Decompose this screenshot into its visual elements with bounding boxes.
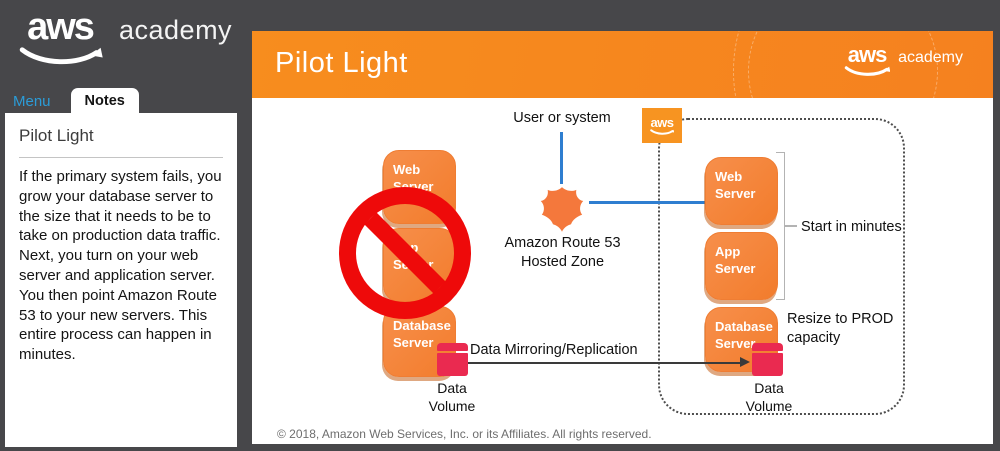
academy-logo-text: academy	[898, 49, 963, 66]
sidebar-tabs: Menu Notes	[13, 88, 139, 115]
header-aws-academy-logo: aws academy	[844, 44, 963, 78]
aws-smile-icon	[650, 128, 674, 135]
replication-arrow-head	[740, 357, 750, 367]
primary-data-volume-label: Data Volume	[428, 380, 476, 415]
prohibition-icon	[339, 187, 471, 319]
aws-smile-icon	[19, 47, 103, 65]
decorative-arc	[733, 31, 993, 98]
user-or-system-label: User or system	[513, 110, 611, 126]
notes-body-text: If the primary system fails, you grow yo…	[19, 168, 222, 364]
aws-logo-text: aws	[27, 6, 95, 48]
notes-panel: Pilot Light If the primary system fails,…	[5, 113, 237, 447]
tab-menu[interactable]: Menu	[13, 93, 51, 110]
resize-to-prod-label: Resize to PROD capacity	[787, 311, 894, 347]
recovery-environment-boundary	[658, 118, 905, 415]
recovery-data-volume-label: Data Volume	[745, 380, 793, 415]
replication-arrow-line	[468, 362, 742, 364]
tab-notes[interactable]: Notes	[70, 88, 139, 115]
aws-logo-text: aws	[847, 42, 888, 67]
primary-data-volume-icon	[437, 343, 468, 376]
notes-divider	[19, 157, 223, 158]
start-in-minutes-label: Start in minutes	[801, 219, 902, 235]
copyright-notice: © 2018, Amazon Web Services, Inc. or its…	[277, 427, 652, 441]
start-in-minutes-bracket	[776, 152, 785, 300]
data-mirroring-label: Data Mirroring/Replication	[470, 342, 638, 358]
page-title: Pilot Light	[275, 47, 408, 79]
aws-logo-text: aws	[650, 114, 674, 130]
route53-shield-icon	[540, 187, 584, 232]
notes-title: Pilot Light	[19, 126, 94, 145]
user-to-route53-connector	[560, 132, 563, 184]
recovery-data-volume-icon	[752, 343, 783, 376]
sidebar-aws-academy-logo: aws academy	[16, 8, 232, 68]
aws-cloud-icon: aws	[642, 108, 682, 143]
route53-to-webserver-connector	[589, 201, 705, 204]
bracket-tick	[785, 225, 797, 227]
recovery-app-server-box: App Server	[705, 232, 778, 300]
recovery-web-server-box: Web Server	[705, 157, 778, 225]
slide-header: Pilot Light aws academy	[252, 31, 993, 98]
academy-logo-text: academy	[119, 15, 233, 45]
route53-hosted-zone-label: Amazon Route 53 Hosted Zone	[504, 235, 621, 271]
aws-smile-icon	[844, 66, 891, 76]
slide-canvas: User or system Amazon Route 53 Hosted Zo…	[252, 98, 993, 444]
